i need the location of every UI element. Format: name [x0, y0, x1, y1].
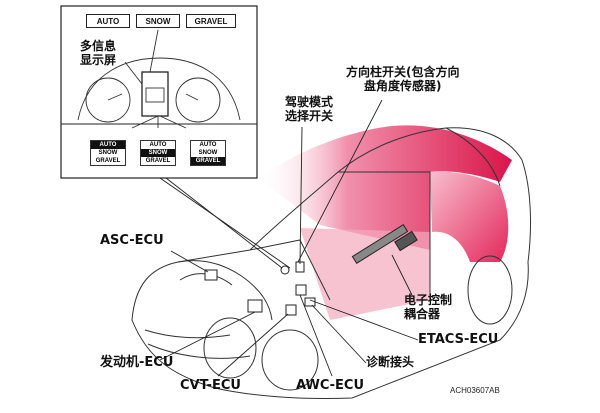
steering-switch-label: 方向柱开关(包含方向 盘角度传感器)	[346, 65, 460, 93]
gauge-needle-left	[107, 93, 123, 101]
asc-ecu-label: ASC-ECU	[100, 233, 164, 248]
leader-awc	[299, 294, 333, 377]
diag-connector-icon	[304, 297, 316, 307]
mode-screen-row: SNOW	[98, 150, 118, 156]
cvt-ecu-label: CVT-ECU	[180, 378, 241, 393]
leader-diag	[311, 304, 367, 364]
front-wheel-arch	[203, 317, 257, 379]
steering-column	[351, 224, 409, 264]
drive-mode-switch-label: 驾驶模式 选择开关	[285, 95, 334, 123]
mode-screen-row: GRAVEL	[145, 158, 171, 164]
mode-screen-row: AUTO	[91, 141, 125, 149]
leader-etacs	[309, 299, 419, 341]
leader-display	[124, 61, 143, 85]
gauge-needle-right	[185, 93, 199, 101]
meter-gauge-icon-right	[175, 77, 221, 123]
awc-ecu-label: AWC-ECU	[296, 378, 365, 393]
hood-line	[177, 260, 273, 321]
mode-screen-row: SNOW	[141, 149, 175, 157]
mode-screen-row: SNOW	[198, 150, 218, 156]
meter-gauge-icon	[85, 77, 131, 123]
leader-drive-mode	[299, 126, 303, 265]
diag-connector-label: 诊断接头	[366, 355, 415, 369]
leader-engine	[159, 311, 256, 361]
window-line	[338, 171, 431, 300]
awc-ecu-icon	[295, 284, 307, 296]
gravel-mode-button[interactable]: GRAVEL	[186, 14, 236, 28]
leader-inset-right	[159, 177, 291, 269]
mode-screen-row: AUTO	[199, 142, 217, 148]
coupling-unit	[394, 230, 418, 252]
rear-wheel	[467, 255, 513, 325]
asc-ecu-icon	[204, 269, 218, 281]
leader-steering-switch	[297, 99, 383, 263]
rear-roof-line	[445, 127, 501, 187]
engine-ecu-label: 发动机-ECU	[100, 355, 174, 370]
etacs-ecu-label: ETACS-ECU	[418, 332, 499, 347]
leader-coupling	[391, 254, 413, 296]
mode-screen-row: GRAVEL	[191, 157, 225, 165]
cabin-highlight	[258, 125, 512, 250]
rear-highlight	[430, 171, 509, 262]
mode-screen-row: GRAVEL	[95, 158, 121, 164]
leader-screen-3	[159, 115, 187, 129]
engine-ecu-icon	[247, 299, 263, 313]
leader-cvt	[217, 313, 289, 377]
cluster-outline	[77, 57, 241, 121]
auto-mode-button[interactable]: AUTO	[86, 14, 130, 28]
snow-mode-button[interactable]: SNOW	[136, 14, 180, 28]
leader-screen-1	[131, 115, 159, 129]
floor-highlight	[300, 228, 430, 320]
leader-asc	[170, 250, 209, 273]
cvt-ecu-icon	[285, 304, 297, 316]
mode-screen-row: AUTO	[149, 142, 167, 148]
car-body-outline	[131, 127, 531, 400]
leader-snow-button	[149, 29, 159, 73]
mode-screens-row	[60, 123, 258, 179]
figure-code: ACH03607AB	[450, 386, 500, 395]
display-label: 多信息 显示屏	[80, 39, 117, 67]
leader-inset-left	[165, 177, 283, 269]
meter-point-icon	[280, 265, 290, 275]
front-wheel	[261, 329, 319, 391]
coupling-label: 电子控制 耦合器	[404, 293, 453, 321]
front-grille-line	[144, 329, 231, 339]
display-window	[145, 87, 165, 103]
